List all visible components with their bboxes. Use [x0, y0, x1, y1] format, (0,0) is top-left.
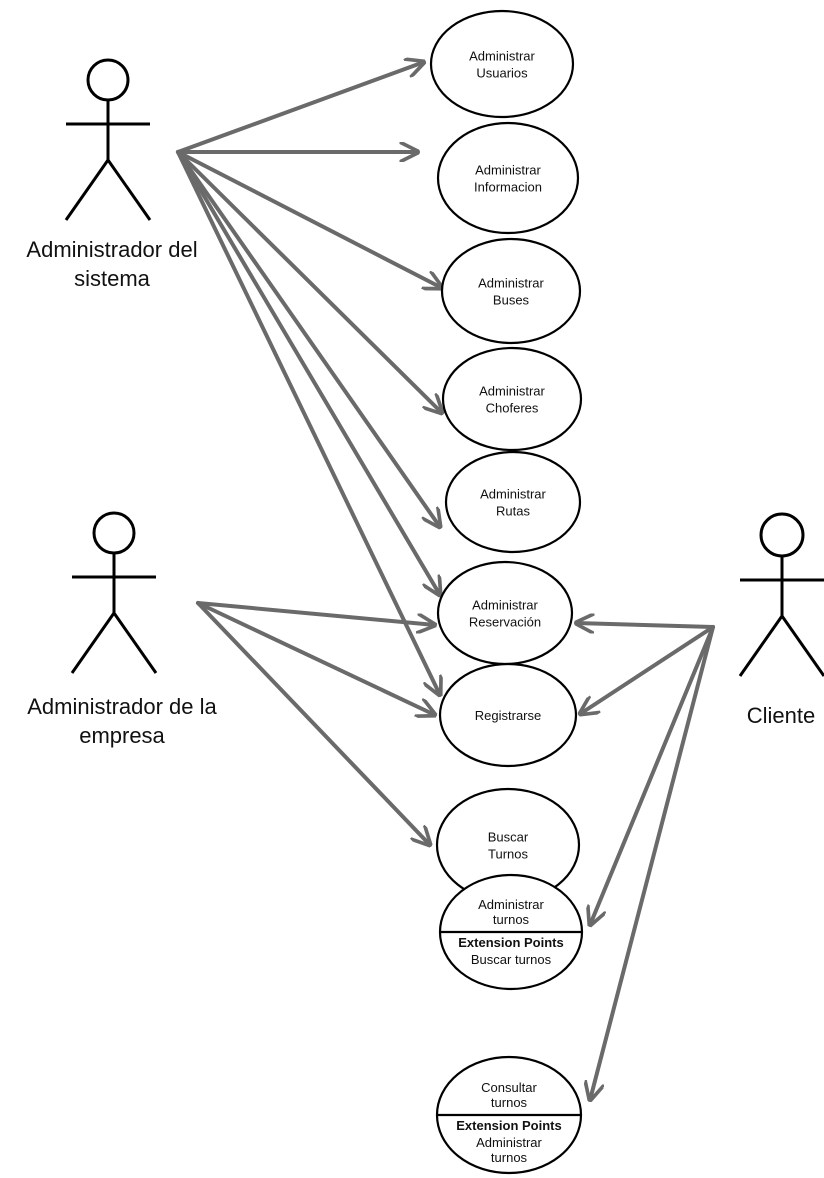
- associations: [176, 62, 715, 1100]
- uc-buses-name-line: Buses: [493, 293, 530, 308]
- actor-label: Administrador del: [26, 237, 197, 262]
- uc-registrarse-ellipse: [438, 662, 578, 768]
- uc-usuarios-ellipse: [429, 9, 575, 119]
- uc-administrar-turnos-name-line: turnos: [493, 912, 530, 927]
- association-admin-sistema-to-uc-choferes: [176, 150, 442, 413]
- association-cliente-to-uc-reservacion: [574, 623, 715, 627]
- uc-informacion-ellipse: [436, 121, 580, 235]
- uc-consultar-turnos-extension-line: Administrar: [476, 1135, 542, 1150]
- uc-consultar-turnos-name-line: Consultar: [481, 1080, 537, 1095]
- uc-usuarios-name-line: Usuarios: [476, 66, 528, 81]
- association-admin-empresa-to-uc-buscar-turnos: [196, 601, 430, 845]
- uc-administrar-turnos-extension-line: Buscar turnos: [471, 952, 552, 967]
- uc-registrarse: Registrarse: [438, 662, 578, 768]
- stick-figure-icon: [738, 512, 824, 677]
- uc-rutas-name-line: Administrar: [480, 487, 546, 502]
- uc-buses-name-line: Administrar: [478, 276, 544, 291]
- uc-rutas-ellipse: [444, 450, 582, 554]
- uc-consultar-turnos-extension-title: Extension Points: [456, 1118, 561, 1133]
- uc-reservacion-ellipse: [436, 560, 574, 666]
- actor-admin-empresa: Administrador de la empresa: [27, 511, 218, 748]
- uc-choferes-name-line: Administrar: [479, 384, 545, 399]
- association-cliente-to-uc-registrarse: [580, 625, 715, 714]
- uc-choferes-name-line: Choferes: [486, 401, 539, 416]
- uc-reservacion-name-line: Reservación: [469, 615, 541, 630]
- association-cliente-to-uc-consultar-turnos: [590, 625, 715, 1100]
- uc-administrar-turnos-extension-title: Extension Points: [458, 935, 563, 950]
- association-cliente-to-uc-administrar-turnos: [590, 625, 715, 925]
- uc-consultar-turnos-name-line: turnos: [491, 1095, 528, 1110]
- use-cases: AdministrarUsuariosAdministrarInformacio…: [429, 9, 584, 1175]
- uc-choferes-ellipse: [441, 346, 583, 452]
- association-admin-sistema-to-uc-usuarios: [176, 62, 424, 154]
- stick-figure-icon: [64, 58, 152, 221]
- stick-figure-icon: [70, 511, 158, 674]
- actor-label: Cliente: [747, 703, 815, 728]
- uc-reservacion-name-line: Administrar: [472, 598, 538, 613]
- uc-consultar-turnos-extension-line: turnos: [491, 1150, 528, 1165]
- uc-administrar-turnos-name-line: Administrar: [478, 897, 544, 912]
- actor-label: Administrador de la: [27, 694, 217, 719]
- actor-admin-sistema: Administrador del sistema: [26, 58, 198, 291]
- association-admin-sistema-to-uc-rutas: [176, 150, 440, 527]
- association-admin-sistema-to-uc-registrarse: [176, 150, 440, 695]
- uc-registrarse-name-line: Registrarse: [475, 708, 541, 723]
- uc-informacion-name-line: Informacion: [474, 180, 542, 195]
- actor-label: empresa: [79, 723, 165, 748]
- association-admin-sistema-to-uc-buses: [176, 150, 442, 288]
- association-admin-empresa-to-uc-registrarse: [196, 601, 435, 715]
- uc-buses-ellipse: [440, 237, 582, 345]
- uc-usuarios-name-line: Administrar: [469, 49, 535, 64]
- uc-buscar-turnos-name-line: Buscar: [488, 830, 529, 845]
- actor-label: sistema: [74, 266, 151, 291]
- association-admin-empresa-to-uc-reservacion: [196, 601, 435, 625]
- actor-cliente: Cliente: [738, 512, 824, 728]
- uc-informacion-name-line: Administrar: [475, 163, 541, 178]
- uc-buscar-turnos-name-line: Turnos: [488, 847, 528, 862]
- association-admin-sistema-to-uc-reservacion: [176, 150, 440, 595]
- uc-rutas-name-line: Rutas: [496, 504, 530, 519]
